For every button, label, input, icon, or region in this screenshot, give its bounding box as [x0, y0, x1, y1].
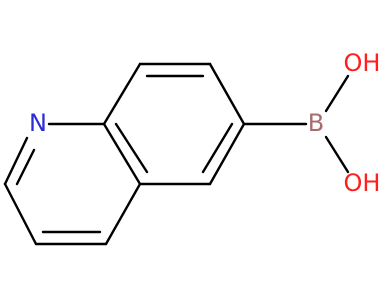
bond-b-oh1	[324, 74, 350, 113]
boron-label: B	[308, 109, 324, 137]
bond-c4-c4a	[104, 182, 142, 246]
bond-c6-c5	[208, 122, 246, 186]
atom-labels: N B OH OH	[29, 49, 380, 197]
bond-c7-c6	[208, 62, 246, 126]
bond-c4a-c8a	[102, 122, 142, 186]
bond-c6-c5-inner	[201, 122, 234, 174]
bond-c8a-c8	[102, 62, 142, 126]
bond-b-oh2	[324, 135, 350, 174]
bond-n1-c2	[3, 136, 29, 186]
nitrogen-label: N	[29, 109, 47, 137]
hydroxyl-top-label: OH	[344, 49, 381, 77]
hydroxyl-bottom-label: OH	[344, 169, 381, 197]
bonds	[3, 62, 350, 246]
bond-c4a-c8a-inner	[114, 122, 149, 174]
bond-n1-c2-inner	[15, 148, 36, 186]
bond-c2-c3	[3, 182, 38, 246]
